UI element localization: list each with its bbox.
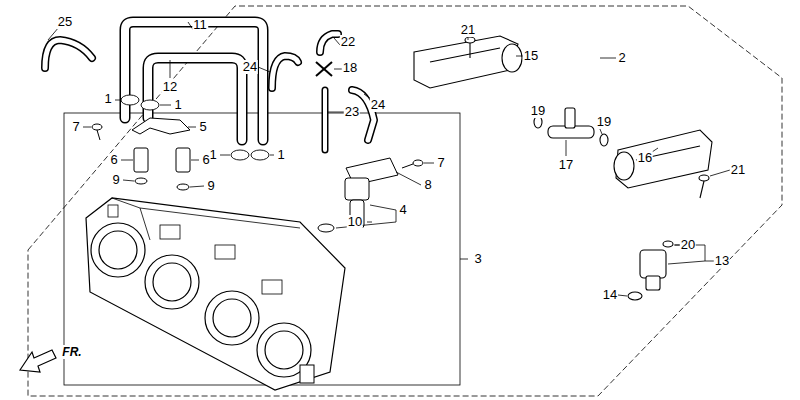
callout-number: 1 [173,98,182,112]
callout-number: 25 [57,15,73,29]
callout-number: 8 [423,178,432,192]
callout-number: 1 [103,92,112,106]
direction-label: FR. [61,345,82,359]
callout-number: 7 [436,156,445,170]
callout-number: 2 [617,51,626,65]
callout-number: 6 [109,153,118,167]
callout-number: 19 [596,115,612,129]
callout-number: 24 [242,60,258,74]
callout-number: 10 [347,215,363,229]
callout-number: 12 [162,80,178,94]
callout-number: 22 [340,35,356,49]
callout-number: 11 [192,18,208,32]
callout-number: 5 [198,120,207,134]
callout-number: 1 [276,148,285,162]
callout-number: 17 [558,158,574,172]
joint [132,118,190,134]
fuel-rails [414,36,712,198]
callout-number: 18 [342,61,358,75]
sensor [318,158,398,232]
callout-number: 20 [680,238,696,252]
leader-lines [48,22,730,296]
outer-group-outline [28,6,782,396]
hose-clip [316,62,332,76]
callout-number: 23 [344,105,360,119]
callout-number: 7 [71,120,80,134]
front-arrow [20,350,56,372]
callout-number: 24 [370,98,386,112]
callout-number: 13 [714,254,730,268]
callout-number: 3 [473,252,482,266]
injector [628,241,673,300]
fittings [134,148,190,190]
callout-number: 4 [398,203,407,217]
callout-number: 21 [730,163,746,177]
callout-number: 14 [602,288,618,302]
callout-number: 19 [530,104,546,118]
callout-number: 15 [523,49,539,63]
callout-number: 21 [460,23,476,37]
callout-number: 9 [206,179,215,193]
hoses [45,22,374,150]
callout-number: 16 [637,151,653,165]
callout-number: 6 [201,153,210,167]
callout-number: 9 [111,173,120,187]
throttle-body [86,198,345,390]
